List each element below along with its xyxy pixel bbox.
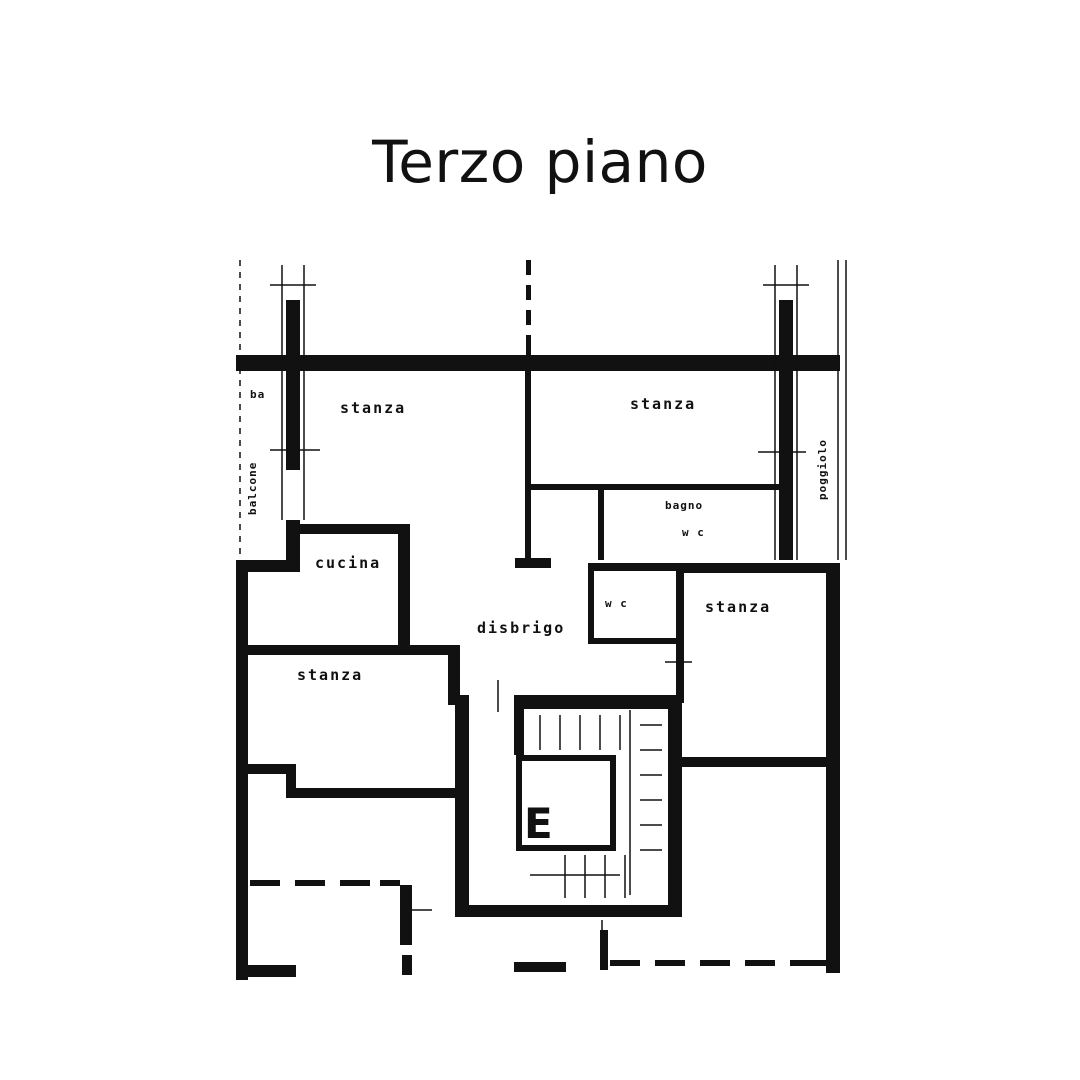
right-outer-wall xyxy=(826,563,840,973)
label-stanza-left: stanza xyxy=(297,666,363,684)
stair-mark: E xyxy=(524,799,553,848)
label-disbrigo: disbrigo xyxy=(477,619,565,637)
label-bagno-wc: w c xyxy=(682,526,705,539)
walls xyxy=(236,260,840,980)
corridor-left-wall xyxy=(455,695,469,915)
corner-mark: ba xyxy=(250,388,265,401)
label-stanza-top-right: stanza xyxy=(630,395,696,413)
label-wc: w c xyxy=(605,597,628,610)
floor-title: Terzo piano xyxy=(372,128,708,196)
cucina-top-wall xyxy=(300,524,410,534)
label-balcony-left: balcone xyxy=(246,462,259,515)
room-labels: stanza stanza bagno w c cucina disbrigo … xyxy=(246,388,829,848)
label-stanza-mid-right: stanza xyxy=(705,598,771,616)
top-beam xyxy=(236,355,840,371)
label-balcony-right: poggiolo xyxy=(816,439,829,500)
label-cucina: cucina xyxy=(315,554,381,572)
center-partition xyxy=(525,371,531,561)
right-column xyxy=(779,300,793,560)
left-outer-wall xyxy=(236,560,248,980)
label-stanza-top-left: stanza xyxy=(340,399,406,417)
thin-lines xyxy=(239,260,847,945)
bagno-wall xyxy=(531,484,781,490)
label-bagno: bagno xyxy=(665,499,703,512)
left-column xyxy=(286,300,300,470)
stair-top-wall xyxy=(514,695,680,709)
